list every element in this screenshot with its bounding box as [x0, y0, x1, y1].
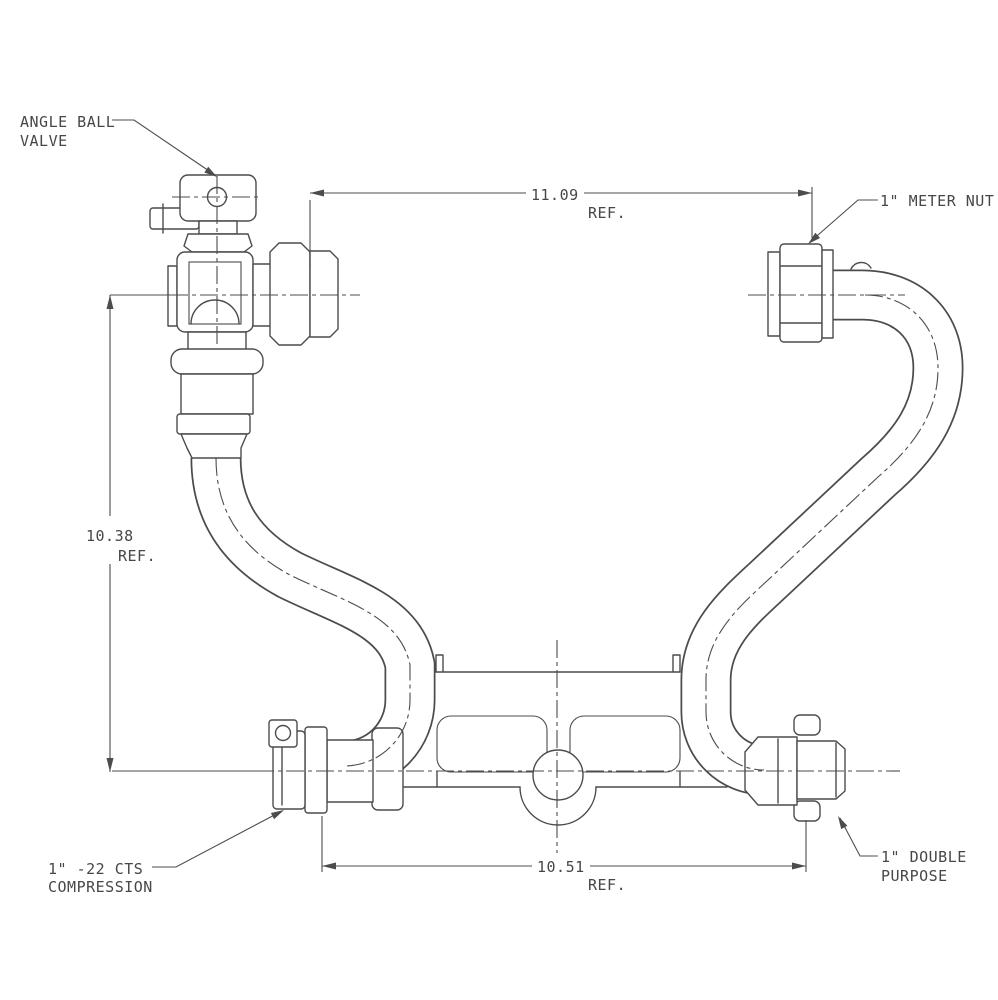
- valve-bonnet: [183, 233, 253, 253]
- ball-arc: [190, 299, 240, 325]
- compression-fitting: [268, 719, 404, 814]
- label-double-purpose-1: 1" DOUBLE: [881, 848, 967, 866]
- label-cts-compression-2: COMPRESSION: [48, 878, 153, 896]
- centerlines: [112, 176, 939, 853]
- union-wing-nut: [170, 348, 264, 375]
- center-boss-bulge: [519, 786, 597, 826]
- callout-meter-nut: 1" METER NUT: [808, 192, 994, 244]
- left-elbow: [371, 727, 404, 811]
- left-riser-pipe: [190, 457, 436, 792]
- double-purpose-fitting: [744, 714, 846, 822]
- label-cts-compression-1: 1" -22 CTS: [48, 860, 143, 878]
- dim-value-left: 10.38: [86, 527, 134, 545]
- valve-neck: [198, 220, 238, 235]
- callout-angle-ball-valve: ANGLE BALL VALVE: [20, 113, 217, 177]
- dimension-width-bottom: 10.51 REF.: [321, 816, 807, 894]
- union-spool: [180, 373, 254, 415]
- dim-ref-top: REF.: [588, 204, 626, 222]
- bracket-pad-left: [436, 715, 548, 773]
- label-angle-ball-valve-2: VALVE: [20, 132, 68, 150]
- valve-body: [176, 251, 254, 333]
- outlet-nut: [269, 242, 311, 346]
- dimension-width-top: 11.09 REF.: [309, 186, 813, 268]
- label-angle-ball-valve-1: ANGLE BALL: [20, 113, 115, 131]
- angle-ball-valve: [149, 174, 339, 459]
- meter-nut: [767, 243, 834, 343]
- dim-value-bottom: 10.51: [537, 858, 585, 876]
- dim-ref-left: REF.: [118, 547, 156, 565]
- dim-ref-bottom: REF.: [588, 876, 626, 894]
- meter-bracket: [397, 654, 728, 826]
- bracket-pad-right: [569, 715, 681, 773]
- dim-value-top: 11.09: [531, 186, 579, 204]
- union-taper: [180, 433, 248, 459]
- label-double-purpose-2: PURPOSE: [881, 867, 948, 885]
- union-flange: [176, 413, 251, 435]
- flange-tab-bottom: [793, 800, 821, 822]
- flange-tab-top: [793, 714, 821, 736]
- fitting-outlet: [796, 740, 846, 800]
- lock-tab-hole: [274, 724, 292, 742]
- body-flange-left: [167, 265, 178, 327]
- center-boss-hole: [532, 749, 584, 801]
- outlet-collar: [309, 250, 339, 338]
- callout-double-purpose: 1" DOUBLE PURPOSE: [838, 816, 967, 885]
- callout-cts-compression: 1" -22 CTS COMPRESSION: [48, 810, 284, 896]
- dimension-height-left: 10.38 REF.: [86, 294, 180, 772]
- pipe-bead: [850, 261, 872, 270]
- label-meter-nut: 1" METER NUT: [880, 192, 994, 210]
